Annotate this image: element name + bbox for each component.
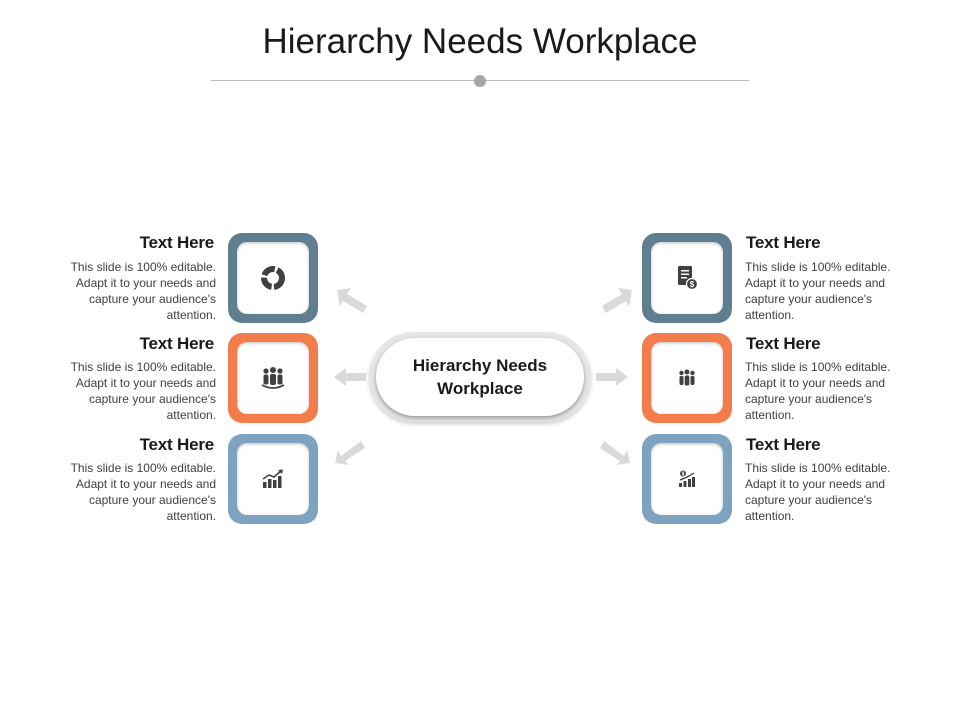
item-description: This slide is 100% editable. Adapt it to…: [70, 260, 216, 322]
svg-text:$: $: [682, 472, 685, 478]
growth-chart-icon: [262, 469, 283, 488]
item-heading: Text Here: [139, 233, 215, 252]
item-description: This slide is 100% editable. Adapt it to…: [70, 461, 216, 523]
item-heading: Text Here: [139, 435, 215, 454]
item-heading: Text Here: [746, 233, 821, 252]
arrow-upper-right: [602, 288, 632, 313]
money-growth-icon: $: [679, 470, 695, 487]
tile-orange: [642, 333, 732, 423]
hub-label: Hierarchy Needs Workplace: [376, 338, 584, 416]
team-icon: [261, 367, 285, 389]
group-icon: [679, 369, 695, 386]
arrow-right: [596, 368, 628, 386]
arrow-lower-right: [600, 441, 630, 465]
svg-text:$: $: [690, 280, 695, 289]
arrow-upper-left: [337, 288, 367, 313]
tile-slate: [228, 233, 318, 323]
slide-title: Hierarchy Needs Workplace: [262, 22, 698, 61]
item-description: This slide is 100% editable. Adapt it to…: [745, 360, 891, 422]
center-hub: Hierarchy Needs Workplace: [369, 332, 591, 422]
arrow-lower-left: [335, 441, 365, 465]
tile-blue: $: [642, 434, 732, 524]
item-description: This slide is 100% editable. Adapt it to…: [745, 461, 891, 523]
tile-slate: $: [642, 233, 732, 323]
tile-orange: [228, 333, 318, 423]
invoice-dollar-icon: $: [678, 266, 699, 291]
item-heading: Text Here: [139, 334, 215, 353]
item-heading: Text Here: [746, 435, 821, 454]
arrow-left: [334, 368, 366, 386]
item-description: This slide is 100% editable. Adapt it to…: [70, 360, 216, 422]
title-divider-dot: [474, 75, 486, 87]
pie-chart-icon: [261, 266, 285, 290]
item-description: This slide is 100% editable. Adapt it to…: [745, 260, 891, 322]
item-heading: Text Here: [746, 334, 821, 353]
tile-blue: [228, 434, 318, 524]
